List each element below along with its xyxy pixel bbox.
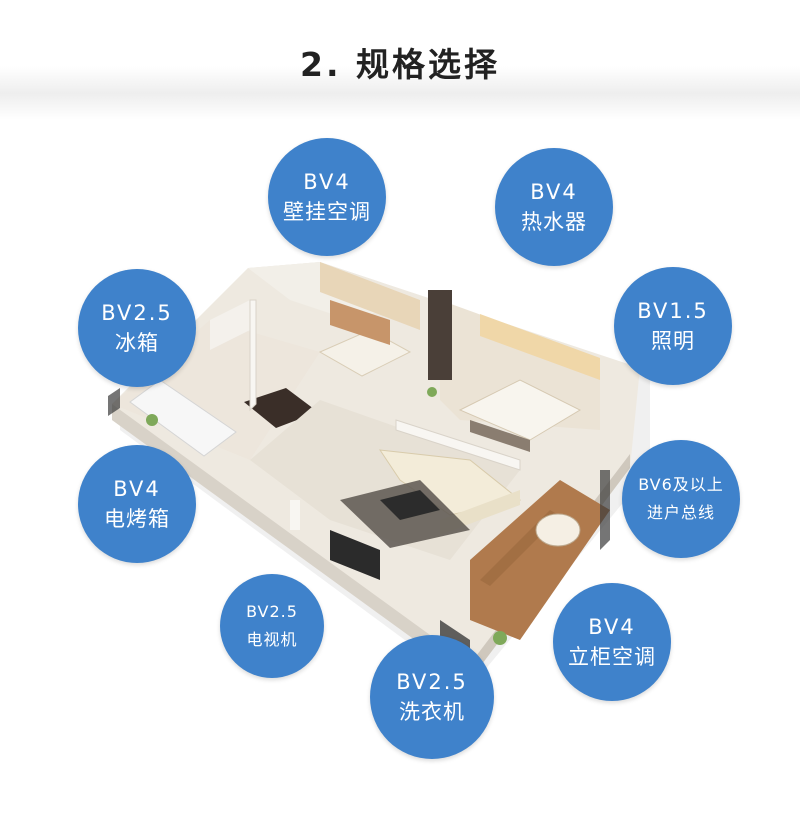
bubble-washer: BV2.5 洗衣机 [370,635,494,759]
bubble-tv: BV2.5 电视机 [220,574,324,678]
bubble-fridge-device: 冰箱 [115,331,159,355]
bubble-lighting: BV1.5 照明 [614,267,732,385]
bubble-washer-device: 洗衣机 [399,700,465,724]
bubble-wall-ac-spec: BV4 [303,169,351,194]
bubble-tv-device: 电视机 [246,630,298,649]
bubble-lighting-spec: BV1.5 [637,298,709,323]
bubble-wall-ac: BV4 壁挂空调 [268,138,386,256]
bubble-oven-spec: BV4 [113,476,161,501]
bubble-main-line-spec: BV6及以上 [638,475,724,494]
bubble-washer-spec: BV2.5 [396,669,468,694]
bubble-floor-ac-spec: BV4 [588,614,636,639]
bubble-water-heater: BV4 热水器 [495,148,613,266]
bubble-lighting-device: 照明 [651,329,695,353]
bubble-main-line: BV6及以上 进户总线 [622,440,740,558]
bubble-wall-ac-device: 壁挂空调 [283,200,371,224]
bubble-floor-ac: BV4 立柜空调 [553,583,671,701]
bubble-fridge-spec: BV2.5 [101,300,173,325]
bubble-main-line-device: 进户总线 [646,503,715,522]
bubble-oven-device: 电烤箱 [104,507,170,531]
bubble-floor-ac-device: 立柜空调 [568,645,656,669]
bubble-water-heater-device: 热水器 [521,210,587,234]
page-title: 2. 规格选择 [300,45,500,84]
bubble-tv-spec: BV2.5 [246,602,298,621]
bubble-water-heater-spec: BV4 [530,179,578,204]
bubble-fridge: BV2.5 冰箱 [78,269,196,387]
bubble-oven: BV4 电烤箱 [78,445,196,563]
header-band [0,0,800,120]
